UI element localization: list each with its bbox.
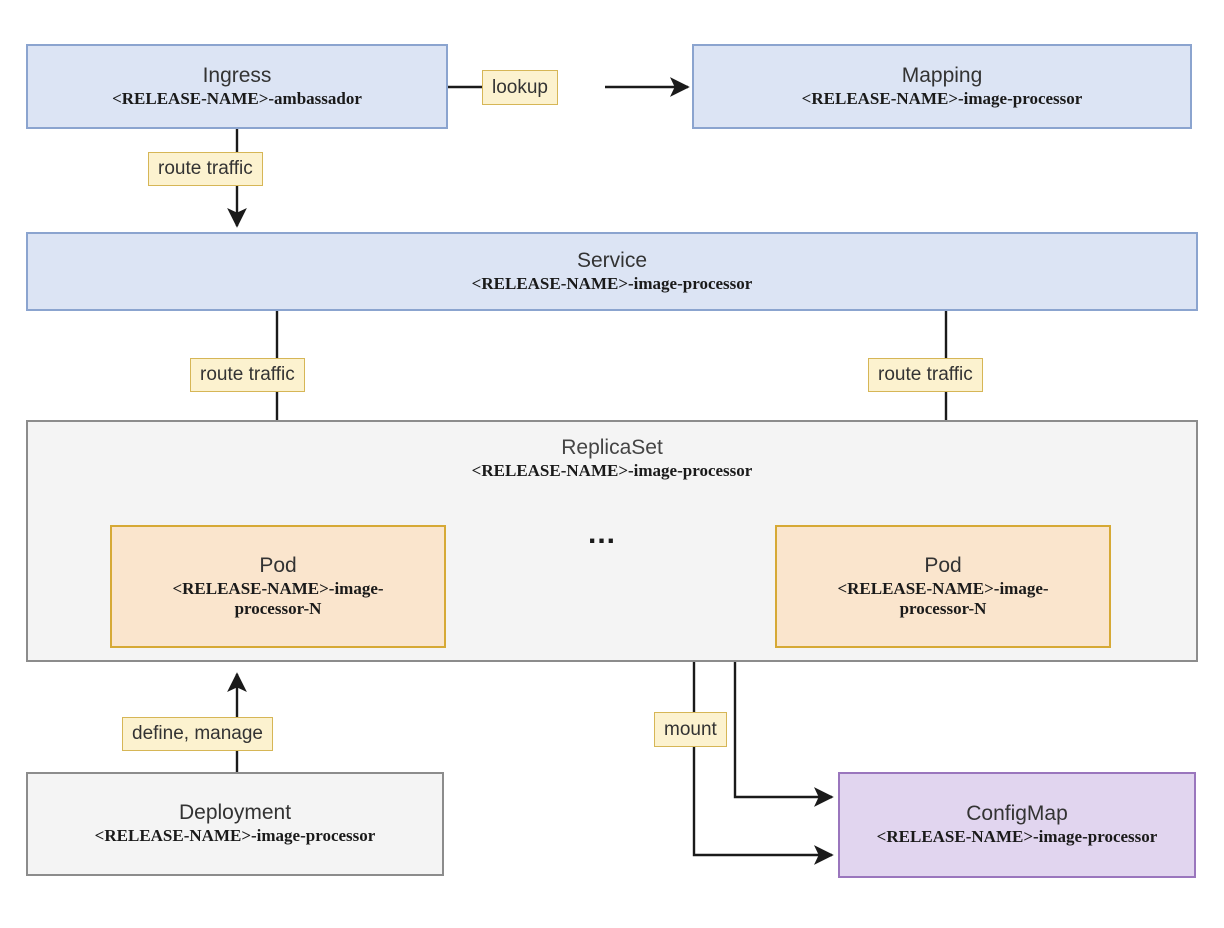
node-pod-left-title: Pod [259, 553, 297, 577]
node-replicaset-title: ReplicaSet [561, 436, 663, 459]
node-configmap-title: ConfigMap [966, 802, 1068, 826]
node-pod-right-subtitle-line1: <RELEASE-NAME>-image- [837, 578, 1049, 598]
edge-label-define-manage[interactable]: define, manage [122, 717, 273, 751]
node-pod-left-subtitle-line1: <RELEASE-NAME>-image- [172, 578, 384, 598]
edge-label-route-traffic-service-pod-right[interactable]: route traffic [868, 358, 983, 392]
node-service[interactable]: Service <RELEASE-NAME>-image-processor [26, 232, 1198, 311]
node-pod-right[interactable]: Pod <RELEASE-NAME>-image- processor-N [775, 525, 1111, 648]
node-ingress-title: Ingress [202, 63, 272, 87]
edge-label-route-traffic-ingress-service[interactable]: route traffic [148, 152, 263, 186]
node-configmap[interactable]: ConfigMap <RELEASE-NAME>-image-processor [838, 772, 1196, 878]
node-pod-right-title: Pod [924, 553, 962, 577]
node-deployment[interactable]: Deployment <RELEASE-NAME>-image-processo… [26, 772, 444, 876]
pods-ellipsis: ... [588, 517, 617, 550]
node-pod-left-subtitle-line2: processor-N [234, 599, 322, 619]
node-pod-left[interactable]: Pod <RELEASE-NAME>-image- processor-N [110, 525, 446, 648]
edge-label-mount[interactable]: mount [654, 712, 727, 747]
node-pod-right-subtitle-line2: processor-N [899, 599, 987, 619]
edge-label-lookup[interactable]: lookup [482, 70, 558, 105]
node-deployment-title: Deployment [178, 801, 292, 825]
node-replicaset-subtitle: <RELEASE-NAME>-image-processor [471, 461, 753, 481]
node-ingress[interactable]: Ingress <RELEASE-NAME>-ambassador [26, 44, 448, 129]
node-service-subtitle: <RELEASE-NAME>-image-processor [471, 273, 753, 293]
edge-label-route-traffic-service-pod-left[interactable]: route traffic [190, 358, 305, 392]
node-deployment-subtitle: <RELEASE-NAME>-image-processor [94, 826, 376, 846]
node-mapping[interactable]: Mapping <RELEASE-NAME>-image-processor [692, 44, 1192, 129]
node-ingress-subtitle: <RELEASE-NAME>-ambassador [112, 88, 362, 108]
node-mapping-title: Mapping [901, 63, 983, 87]
node-mapping-subtitle: <RELEASE-NAME>-image-processor [801, 88, 1083, 108]
node-configmap-subtitle: <RELEASE-NAME>-image-processor [876, 827, 1158, 847]
node-replicaset-label: ReplicaSet <RELEASE-NAME>-image-processo… [28, 436, 1196, 482]
node-service-title: Service [576, 248, 648, 272]
